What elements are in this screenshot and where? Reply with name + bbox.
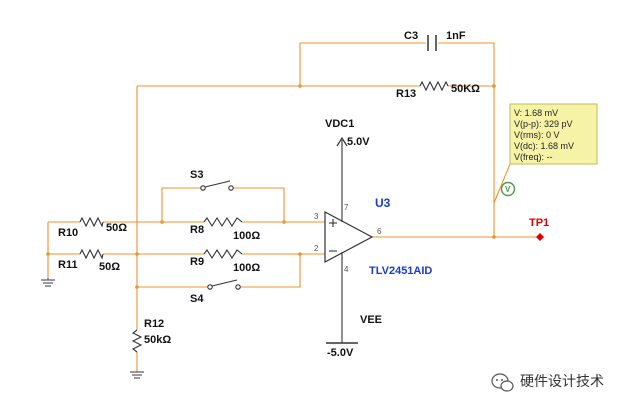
probe-v-letter: V: [505, 185, 511, 194]
resistor-r10: [79, 216, 104, 228]
vee-value: -5.0V: [327, 347, 354, 359]
ground-left: [41, 278, 55, 287]
junction-s3-right: [282, 220, 286, 224]
watermark: 硬件设计技术: [491, 373, 604, 392]
vdc1-ref: VDC1: [325, 118, 354, 130]
wire-s4-right: [240, 254, 301, 288]
wire-c3-right: [438, 42, 495, 237]
junction-bus-s4: [135, 285, 139, 289]
s3-ref: S3: [190, 169, 203, 181]
switch-s3: [200, 180, 234, 191]
vdc1-arrow-head: [336, 136, 348, 147]
r10-ref: R10: [58, 227, 78, 239]
s4-blade: [211, 279, 238, 287]
ground-bottom: [130, 371, 144, 379]
s3-blade: [204, 180, 231, 188]
pin-4-label: 4: [344, 265, 349, 274]
r12-ref: R12: [144, 318, 164, 330]
resistor-r9: [203, 248, 243, 260]
opamp-body: [324, 211, 374, 263]
junction-output: [492, 235, 496, 239]
wire-net: [47, 42, 540, 372]
r11-value: 50Ω: [99, 261, 120, 273]
resistor-r11: [79, 248, 104, 260]
probe-v-icon[interactable]: [500, 181, 516, 197]
s4-ref: S4: [190, 293, 204, 305]
pin-7-label: 7: [344, 203, 349, 212]
probe-line-vpp: V(p-p): 329 pV: [514, 119, 573, 129]
junction-s3-left: [160, 220, 164, 224]
watermark-text: 硬件设计技术: [520, 374, 604, 390]
junction-fb-right: [492, 84, 496, 88]
pin-6-label: 6: [377, 227, 382, 236]
probe-line-vdc: V(dc): 1.68 mV: [514, 141, 574, 151]
vdc1-arrow: [336, 136, 348, 147]
vdc1-value: 5.0V: [347, 136, 370, 148]
probe-line-vfreq: V(freq): --: [514, 152, 553, 162]
resistor-r8: [203, 216, 243, 228]
probe-line-vrms: V(rms): 0 V: [514, 130, 560, 140]
tp1-marker[interactable]: [536, 233, 544, 241]
vee-ref: VEE: [360, 314, 382, 326]
wechat-icon: [491, 373, 514, 392]
r13-ref: R13: [396, 88, 416, 100]
pin-3-label: 3: [314, 212, 319, 221]
r9-value: 100Ω: [233, 262, 260, 274]
junction-left: [46, 252, 50, 256]
r13-value: 50KΩ: [451, 83, 480, 95]
probe-readout-box: [509, 103, 598, 165]
switch-s4: [207, 279, 241, 290]
s3-contact-b: [228, 185, 234, 191]
wire-c3-left: [299, 42, 426, 86]
c3-ref: C3: [404, 30, 418, 42]
s4-contact-a: [207, 284, 213, 290]
s4-contact-b: [235, 284, 241, 290]
r9-ref: R9: [190, 256, 204, 268]
resistor-r13: [419, 80, 449, 92]
wire-probe-leg: [493, 163, 511, 204]
opamp-u3: [324, 140, 374, 343]
r12-value: 50kΩ: [144, 334, 171, 346]
resistor-r12: [131, 329, 143, 353]
wire-s3-left: [161, 187, 201, 222]
pin-2-label: 2: [314, 244, 319, 253]
r8-value: 100Ω: [233, 230, 260, 242]
resistor-group: [79, 80, 449, 353]
wire-s3-right: [233, 187, 285, 222]
junction-s4-right: [298, 252, 302, 256]
tp1-ref: TP1: [529, 217, 549, 229]
r10-value: 50Ω: [106, 222, 127, 234]
junction-bus-r9: [135, 252, 139, 256]
u3-model: TLV2451AID: [369, 265, 432, 277]
capacitor-c3: C3 1nF: [404, 30, 466, 51]
s3-contact-a: [200, 185, 206, 191]
u3-ref: U3: [375, 196, 391, 210]
r8-ref: R8: [190, 224, 204, 236]
voltage-probe[interactable]: V: 1.68 mV V(p-p): 329 pV V(rms): 0 V V(…: [500, 103, 598, 197]
junction-dots: [46, 84, 496, 289]
probe-line-v: V: 1.68 mV: [514, 108, 558, 118]
c3-value: 1nF: [446, 30, 466, 42]
r11-ref: R11: [58, 259, 78, 271]
junction-c3-r13: [298, 84, 302, 88]
